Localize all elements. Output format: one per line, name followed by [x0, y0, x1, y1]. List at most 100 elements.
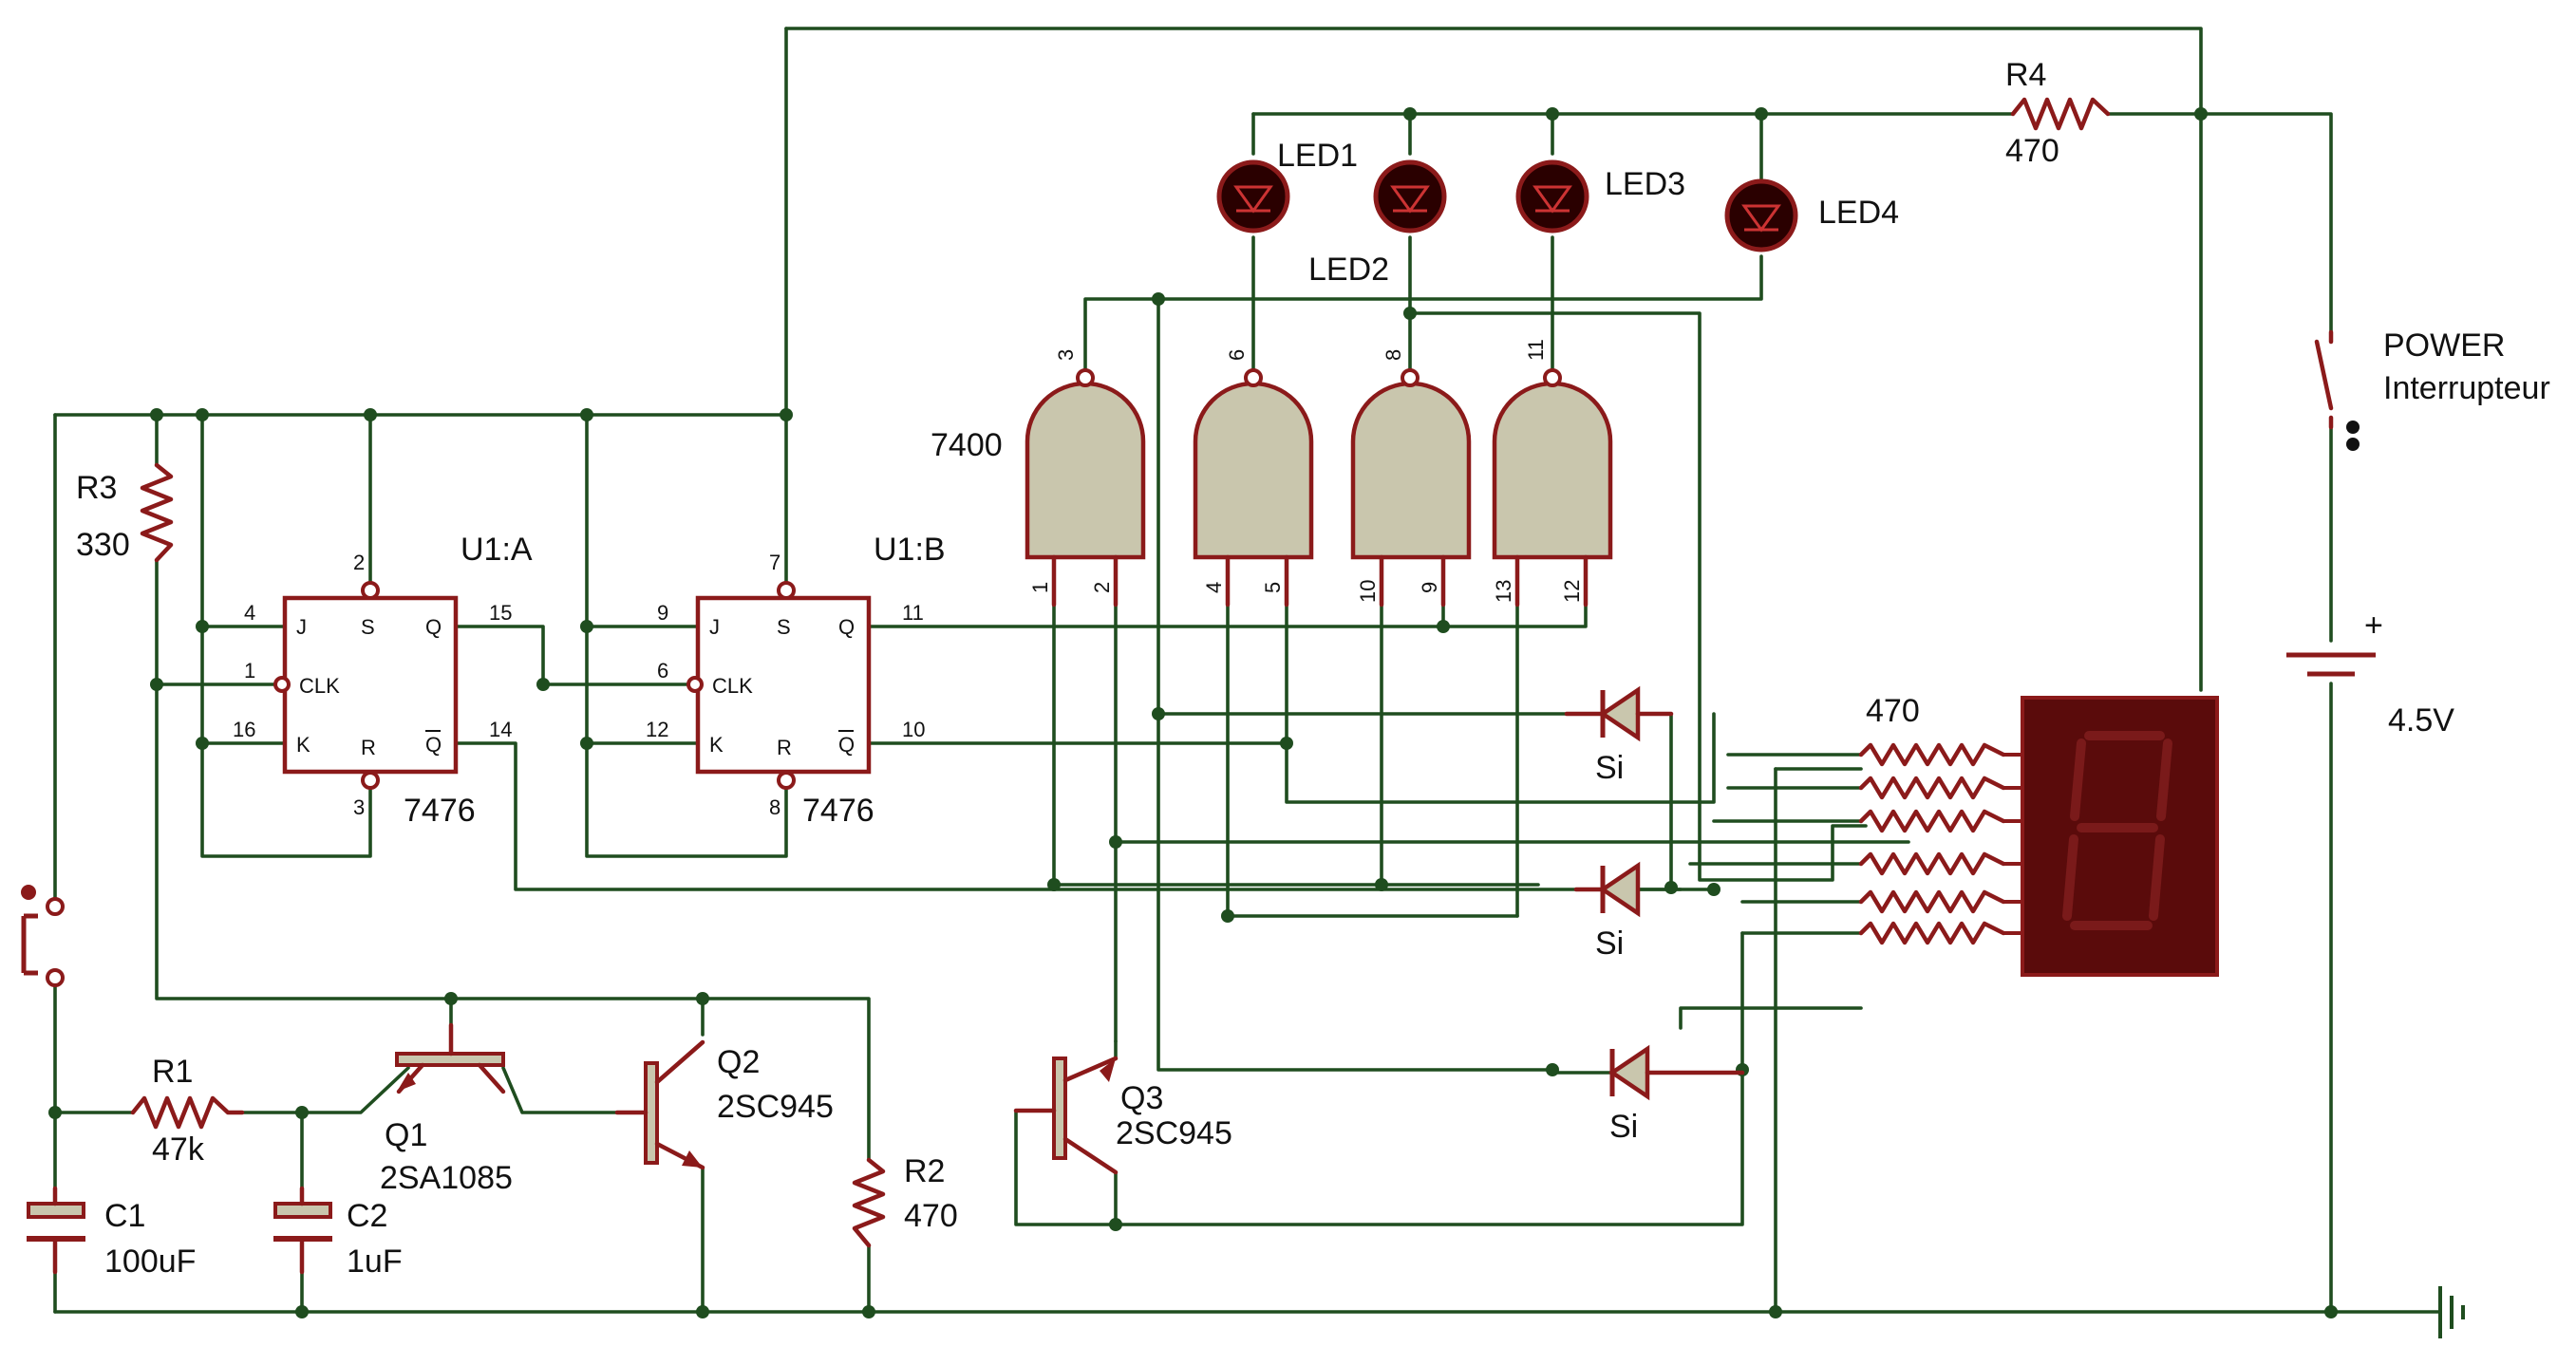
svg-text:K: K: [709, 733, 724, 757]
svg-text:J: J: [709, 615, 720, 639]
nand-gate-4: 11 13 12: [1492, 339, 1613, 608]
svg-text:Q2: Q2: [717, 1044, 760, 1080]
svg-text:2SA1085: 2SA1085: [380, 1160, 513, 1196]
svg-text:Q: Q: [425, 733, 442, 757]
svg-text:10: 10: [902, 718, 925, 741]
svg-text:Q: Q: [838, 733, 855, 757]
resistor-r3: R3 330: [76, 462, 174, 563]
led3: LED3: [1515, 159, 1685, 234]
svg-text:Q1: Q1: [385, 1117, 427, 1153]
push-button: [21, 885, 65, 987]
svg-text:CLK: CLK: [712, 674, 753, 698]
diodes: Si Si Si: [1564, 685, 1745, 1145]
svg-text:R4: R4: [2005, 57, 2046, 93]
svg-text:Interrupteur: Interrupteur: [2383, 370, 2550, 406]
svg-text:Q3: Q3: [1120, 1080, 1163, 1116]
svg-text:470: 470: [1866, 693, 1920, 729]
svg-text:1uF: 1uF: [347, 1243, 403, 1280]
svg-text:4.5V: 4.5V: [2388, 702, 2454, 739]
nand-type: 7400: [931, 427, 1003, 463]
svg-text:R: R: [361, 736, 376, 759]
svg-text:9: 9: [1418, 582, 1441, 593]
flipflop-u1b: J CLK K S R Q Q 9 6 12 7 8 11 10 U1:B 74…: [646, 532, 946, 829]
svg-text:470: 470: [904, 1198, 958, 1234]
svg-text:2SC945: 2SC945: [717, 1089, 834, 1125]
svg-text:4: 4: [1202, 582, 1226, 593]
svg-text:6: 6: [657, 659, 668, 682]
svg-text:LED1: LED1: [1277, 138, 1358, 174]
svg-text:CLK: CLK: [299, 674, 340, 698]
r3-ref: R3: [76, 470, 117, 506]
battery: + 4.5V: [2286, 608, 2454, 739]
u1a-ref: U1:A: [461, 532, 533, 568]
svg-text:8: 8: [769, 795, 780, 819]
svg-text:8: 8: [1382, 349, 1405, 361]
svg-text:9: 9: [657, 601, 668, 625]
svg-text:Si: Si: [1609, 1109, 1638, 1145]
led2: LED2: [1308, 159, 1447, 288]
diode-1: Si: [1564, 685, 1674, 786]
svg-text:J: J: [296, 615, 307, 639]
svg-text:C2: C2: [347, 1198, 387, 1234]
leds: LED1 LED2 LED3 LED4: [1216, 138, 1899, 288]
svg-text:R: R: [777, 736, 792, 759]
svg-text:15: 15: [489, 601, 512, 625]
svg-text:C1: C1: [104, 1198, 145, 1234]
seven-segment-display: [2003, 696, 2219, 977]
resistor-network: 470: [1858, 693, 2006, 945]
svg-text:100uF: 100uF: [104, 1243, 196, 1280]
svg-text:2: 2: [1090, 582, 1114, 593]
svg-text:Si: Si: [1595, 750, 1624, 786]
svg-text:6: 6: [1225, 349, 1249, 361]
u1b-ref: U1:B: [874, 532, 946, 568]
junctions: [48, 107, 2338, 1318]
svg-text:7: 7: [769, 551, 780, 574]
diode-3: Si: [1608, 1044, 1745, 1145]
svg-text:LED3: LED3: [1605, 166, 1685, 202]
ground-symbol: [2438, 1286, 2465, 1338]
flipflop-u1a: J CLK K S R Q Q 4 1 16 2 3 15 14 U1:A 74…: [233, 532, 533, 829]
power-switch: POWER Interrupteur: [2314, 327, 2550, 451]
svg-text:3: 3: [353, 795, 365, 819]
r3-value: 330: [76, 527, 130, 563]
svg-text:LED4: LED4: [1818, 195, 1899, 231]
u1a-type: 7476: [404, 793, 476, 829]
svg-text:5: 5: [1261, 582, 1285, 593]
svg-text:12: 12: [646, 718, 668, 741]
svg-text:Q: Q: [425, 615, 442, 639]
svg-text:13: 13: [1492, 580, 1515, 603]
svg-text:+: +: [2364, 608, 2383, 644]
nand-gates: 7400 3 1 2 6 4 5 8 10 9: [931, 339, 1613, 608]
svg-text:2SC945: 2SC945: [1116, 1115, 1232, 1151]
svg-text:R2: R2: [904, 1153, 945, 1189]
svg-text:1: 1: [1028, 582, 1052, 593]
svg-text:11: 11: [1524, 339, 1548, 361]
svg-text:R1: R1: [152, 1054, 193, 1090]
svg-text:S: S: [777, 615, 791, 639]
wires: [53, 27, 2442, 1314]
led4: LED4: [1724, 178, 1899, 252]
diode-2: Si: [1573, 861, 1641, 962]
transistor-q3: Q3 2SC945: [1013, 1056, 1232, 1175]
svg-text:Q: Q: [838, 615, 855, 639]
svg-text:470: 470: [2005, 133, 2059, 169]
svg-text:POWER: POWER: [2383, 327, 2505, 364]
capacitor-c2: C2 1uF: [273, 1186, 403, 1280]
transistor-q2: Q2 2SC945: [614, 1039, 834, 1170]
svg-text:12: 12: [1560, 580, 1584, 603]
nand-gate-1: 3 1 2: [1025, 349, 1146, 608]
svg-text:LED2: LED2: [1308, 252, 1389, 288]
svg-text:2: 2: [353, 551, 365, 574]
nand-gate-3: 8 10 9: [1350, 349, 1472, 608]
led1: LED1: [1216, 138, 1358, 234]
svg-text:47k: 47k: [152, 1131, 205, 1168]
resistor-r1: R1 47k: [130, 1054, 245, 1168]
capacitor-c1: C1 100uF: [27, 1186, 196, 1280]
svg-text:10: 10: [1356, 580, 1380, 603]
nand-gate-2: 6 4 5: [1193, 349, 1314, 608]
svg-text:3: 3: [1054, 349, 1078, 361]
svg-text:11: 11: [902, 601, 924, 625]
transistor-q1: Q1 2SA1085: [380, 1022, 513, 1196]
resistor-r4: R4 470: [2005, 57, 2111, 169]
svg-text:14: 14: [489, 718, 512, 741]
